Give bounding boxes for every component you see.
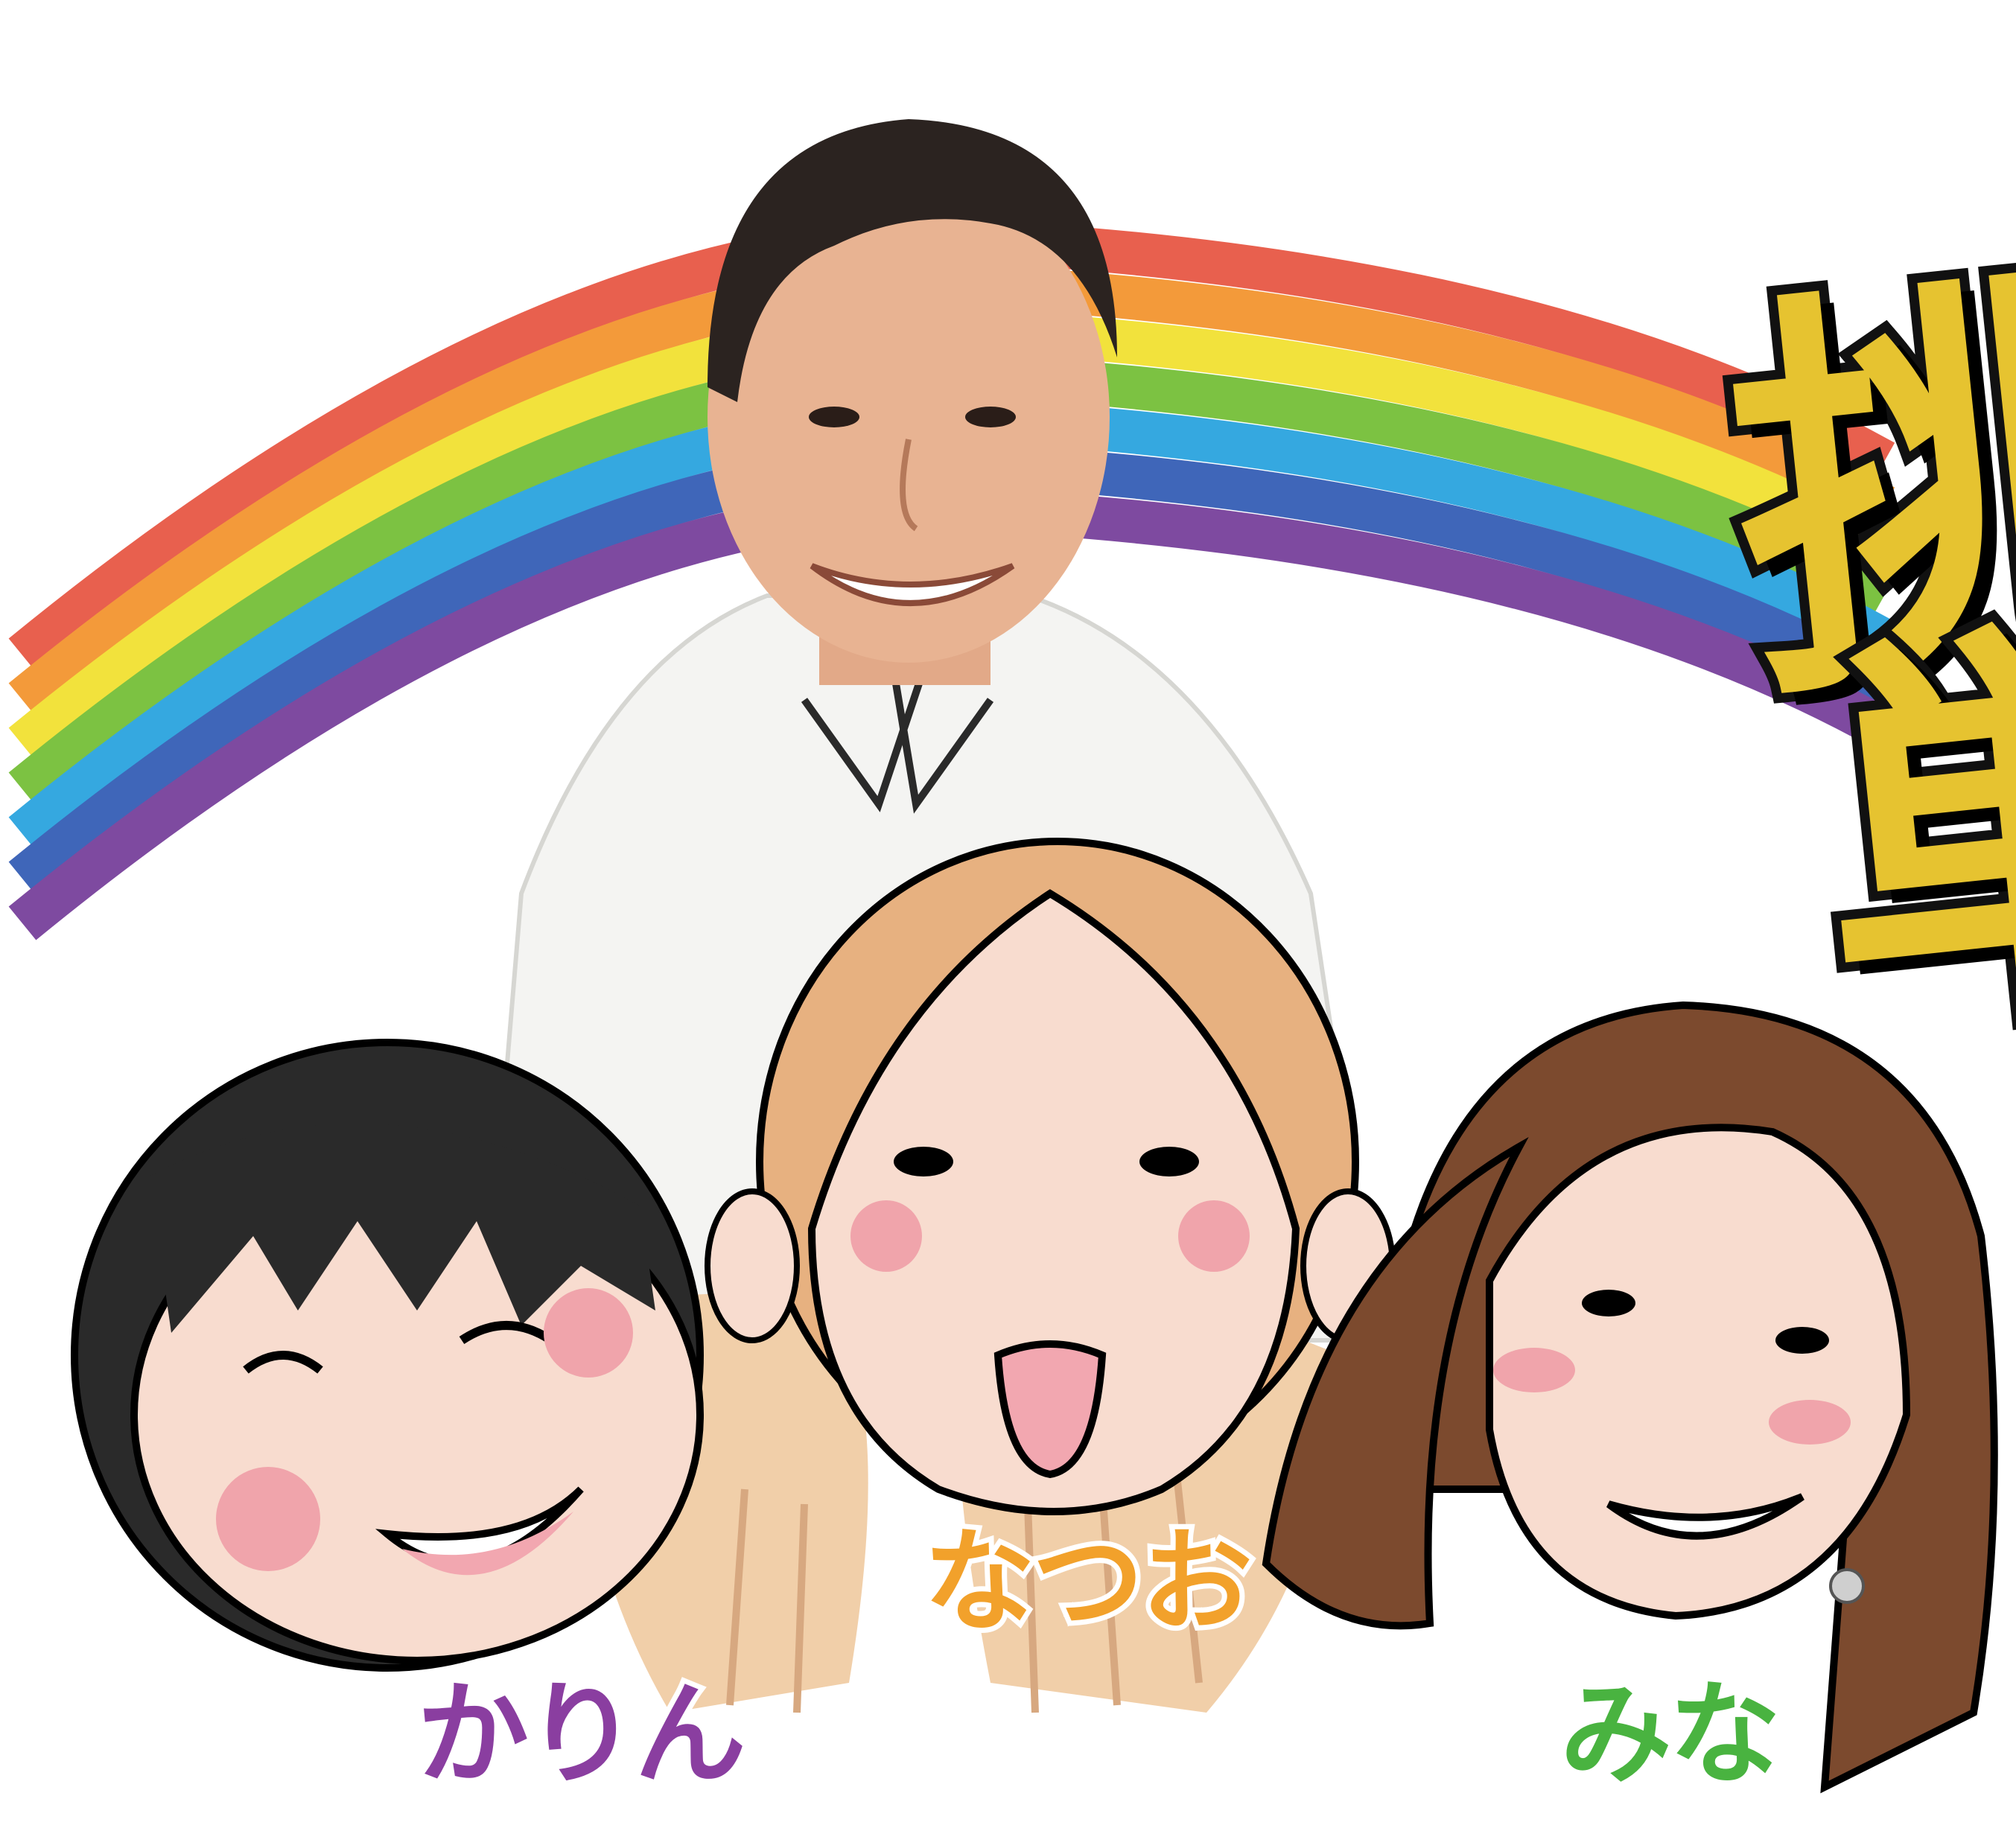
mina-illustration-icon [1262,1001,1998,1794]
natsuo-illustration-icon [705,838,1396,1515]
label-natsuo: なつお [918,1518,1258,1647]
label-mina: みな [1555,1670,1786,1800]
karin-illustration-icon [71,1039,704,1672]
label-karin: かりん [412,1670,751,1800]
